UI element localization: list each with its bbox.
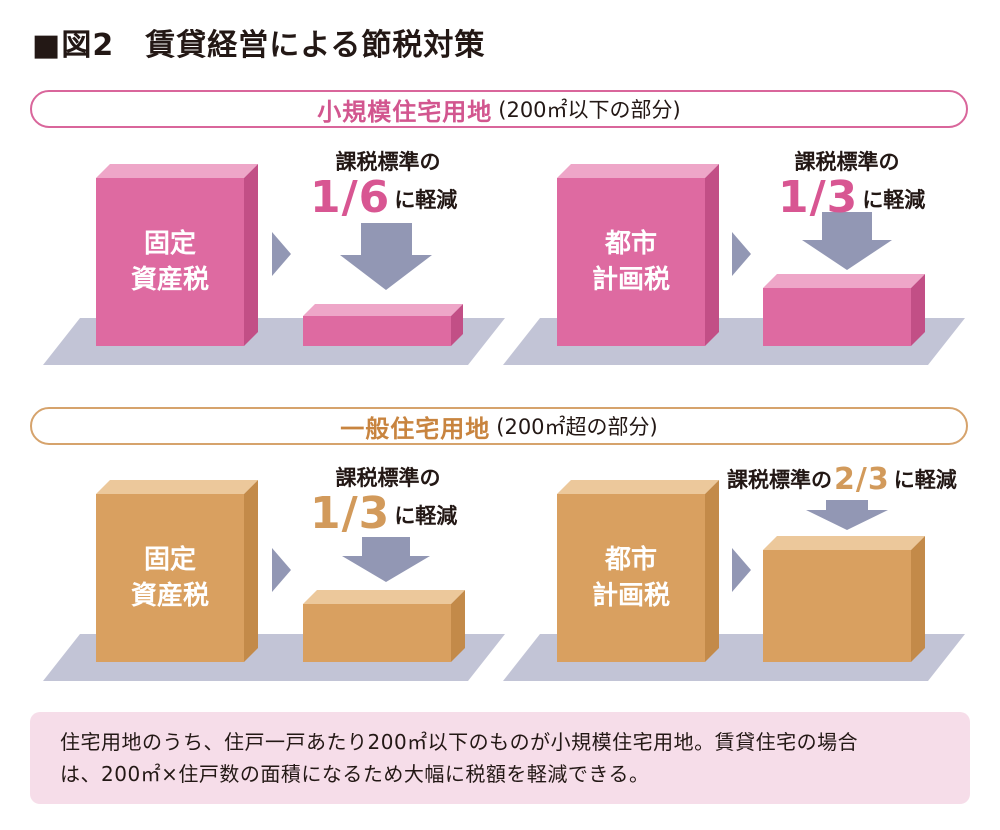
reduction-suffix: に軽減 (893, 468, 957, 492)
right-triangle-arrow (272, 548, 291, 592)
original-tax-box (96, 164, 258, 346)
tax-label-line: 固定 (143, 545, 196, 575)
down-arrow (802, 212, 892, 270)
down-arrow (340, 223, 432, 290)
banner-general-residential: 一般住宅用地 (200㎡超の部分) (30, 407, 968, 445)
fraction-value: 2/3 (834, 462, 890, 497)
original-tax-box (557, 480, 719, 662)
tax-label-city-planning: 都市 計画税 (557, 542, 705, 614)
banner-small-residential: 小規模住宅用地 (200㎡以下の部分) (30, 90, 968, 128)
note-line: 住宅用地のうち、住戸一戸あたり200㎡以下のものが小規模住宅用地。賃貸住宅の場合 (60, 730, 859, 754)
right-triangle-arrow (732, 548, 751, 592)
tax-label-fixed-asset: 固定 資産税 (96, 542, 244, 614)
down-arrow (806, 500, 888, 530)
reduced-tax-box (303, 304, 463, 346)
tax-label-line: 固定 (143, 229, 196, 259)
tax-base-label: 課税標準の (794, 150, 900, 174)
right-triangle-arrow (732, 232, 751, 276)
banner-sub-label: (200㎡以下の部分) (498, 98, 681, 122)
tax-label-city-planning: 都市 計画税 (557, 226, 705, 298)
tax-label-fixed-asset: 固定 資産税 (96, 226, 244, 298)
explanatory-note: 住宅用地のうち、住戸一戸あたり200㎡以下のものが小規模住宅用地。賃貸住宅の場合… (30, 712, 970, 804)
fraction-value: 1/3 (310, 488, 391, 539)
down-arrow (342, 537, 430, 582)
tax-label-line: 資産税 (130, 265, 209, 295)
fraction-value: 1/3 (778, 172, 859, 223)
fraction-value: 1/6 (310, 172, 391, 223)
tax-label-line: 資産税 (130, 581, 209, 611)
banner-main-label: 一般住宅用地 (340, 414, 491, 443)
original-tax-box (96, 480, 258, 662)
right-triangle-arrow (272, 232, 291, 276)
tax-label-line: 計画税 (591, 581, 670, 611)
reduction-suffix: に軽減 (394, 504, 458, 528)
tax-base-label: 課税標準の (335, 150, 441, 174)
tax-label-line: 都市 (604, 229, 657, 259)
original-tax-box (557, 164, 719, 346)
tax-label-line: 都市 (604, 545, 657, 575)
banner-main-label: 小規模住宅用地 (317, 97, 493, 126)
reduced-tax-box (763, 536, 925, 662)
tax-base-label: 課税標準の (335, 466, 441, 490)
reduction-suffix: に軽減 (862, 188, 926, 212)
reduction-suffix: に軽減 (394, 188, 458, 212)
tax-base-label: 課税標準の (727, 468, 832, 492)
banner-sub-label: (200㎡超の部分) (496, 415, 658, 439)
figure-title: ■図2 賃貸経営による節税対策 (32, 28, 486, 63)
note-line: は、200㎡×住戸数の面積になるため大幅に税額を軽減できる。 (60, 762, 650, 786)
reduced-tax-box (303, 590, 465, 662)
tax-label-line: 計画税 (591, 265, 670, 295)
reduced-tax-box (763, 274, 925, 346)
